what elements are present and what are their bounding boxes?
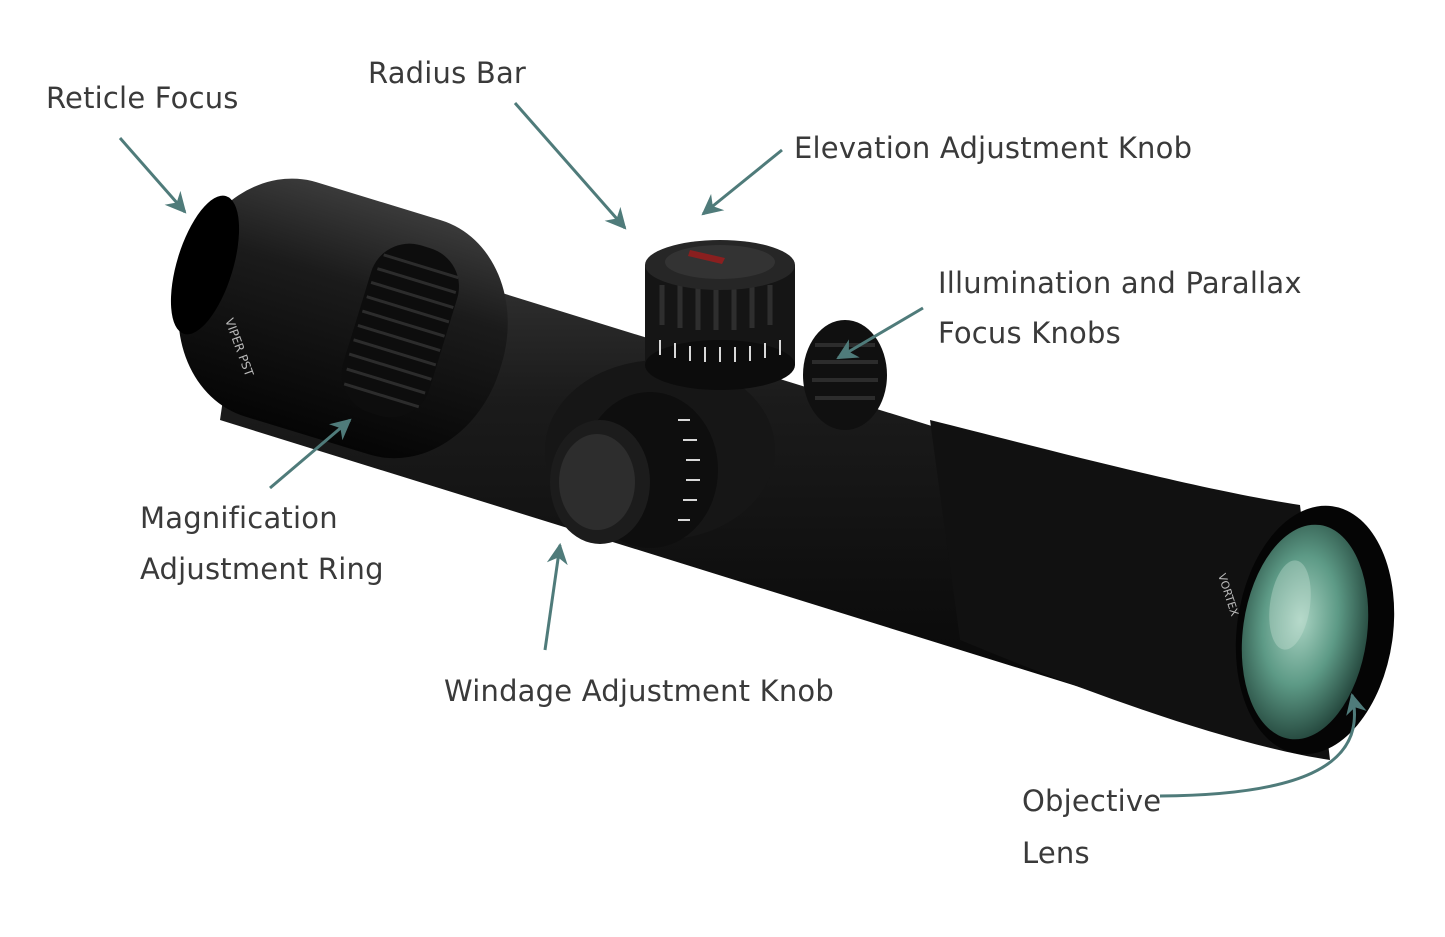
arrow-windage-knob (543, 542, 568, 651)
label-windage-knob: Windage Adjustment Knob (444, 674, 834, 708)
label-illumination-line2: Focus Knobs (938, 316, 1121, 350)
objective-lens-glass (1235, 505, 1395, 755)
label-objective-line2: Lens (1022, 836, 1090, 870)
arrow-objective-lens (1159, 692, 1367, 798)
ocular-end (170, 195, 240, 335)
arrow-elevation-knob (701, 148, 783, 216)
label-radius-bar: Radius Bar (368, 56, 527, 90)
arrow-magnification-ring (269, 418, 352, 490)
arrow-reticle-focus (118, 137, 187, 214)
label-reticle-focus: Reticle Focus (46, 81, 239, 115)
label-elevation-knob: Elevation Adjustment Knob (794, 131, 1193, 165)
callout-arrows (118, 102, 1367, 798)
arrow-radius-bar (513, 102, 627, 230)
windage-knob (550, 392, 718, 548)
label-magnification-line1: Magnification (140, 501, 338, 535)
objective-bell (930, 420, 1330, 760)
elevation-knob (645, 240, 795, 390)
arrow-illumination-knobs (836, 306, 924, 360)
label-illumination-line1: Illumination and Parallax (938, 266, 1302, 300)
label-magnification-line2: Adjustment Ring (140, 552, 384, 586)
label-objective-line1: Objective (1022, 784, 1162, 818)
magnification-ring (341, 243, 459, 418)
